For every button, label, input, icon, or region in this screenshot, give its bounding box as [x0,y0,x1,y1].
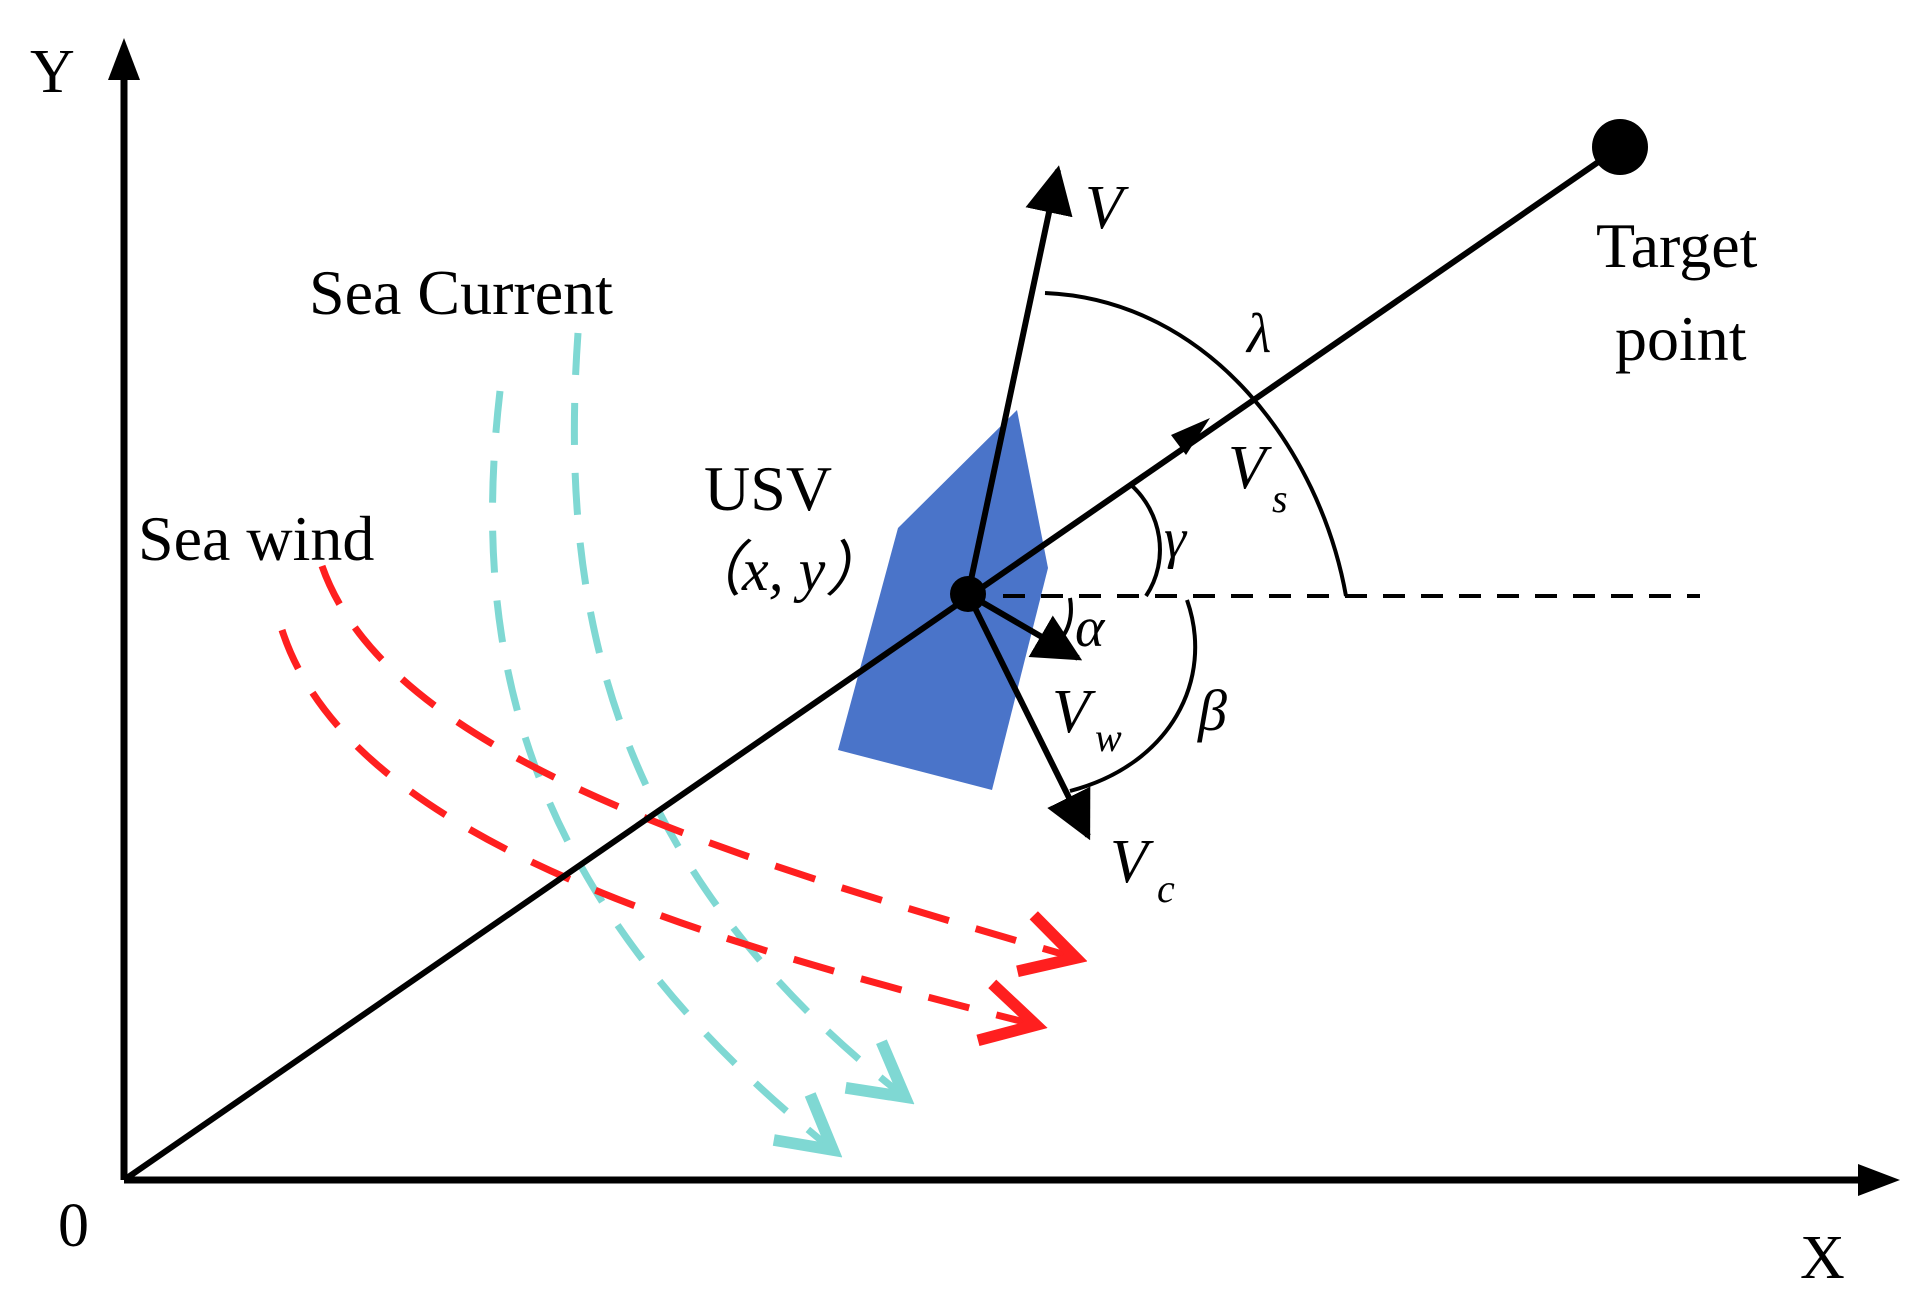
sea-current-curve-1 [488,390,833,1150]
sea-wind-curve-2 [318,564,1076,958]
vs-main-label: V [1228,434,1272,502]
vw-main-label: V [1052,678,1096,746]
target-label-line-2: point [1615,303,1747,374]
usv-coordinates-label: （x, y） [682,537,885,603]
sea-wind-label: Sea wind [138,503,374,574]
vs-arrowhead [1171,418,1210,455]
beta-label: β [1197,678,1227,743]
x-axis-arrowhead [1858,1164,1900,1196]
vs-subscript-label: s [1272,476,1288,521]
path-line [122,144,1622,1183]
gamma-label: γ [1164,508,1188,570]
sea-current-label: Sea Current [309,257,613,328]
beta-arc [1069,599,1198,793]
y-axis-label: Y [30,38,75,106]
vc-main-label: V [1110,828,1154,896]
vc-subscript-label: c [1157,866,1175,911]
lambda-label: λ [1245,303,1271,365]
y-axis-arrowhead [108,38,140,80]
sea-current-curve-2 [570,332,905,1097]
target-point-marker [1592,119,1648,175]
alpha-label: α [1075,597,1106,659]
alpha-arc [1058,597,1073,642]
gamma-arc [1128,482,1162,598]
lambda-arc [1044,291,1348,597]
vw-subscript-label: w [1095,715,1122,760]
vw-arrow [966,591,1083,661]
usv-body [838,410,1048,790]
usv-center-point [950,576,986,612]
vc-arrow [965,592,1091,841]
x-axis-label: X [1800,1224,1845,1292]
target-label-line-1: Target [1596,210,1758,281]
origin-label: 0 [58,1192,89,1260]
v-arrow [965,165,1073,595]
v-label: V [1085,174,1129,242]
sea-wind-curve-1 [278,628,1036,1025]
usv-label: USV [704,453,832,524]
